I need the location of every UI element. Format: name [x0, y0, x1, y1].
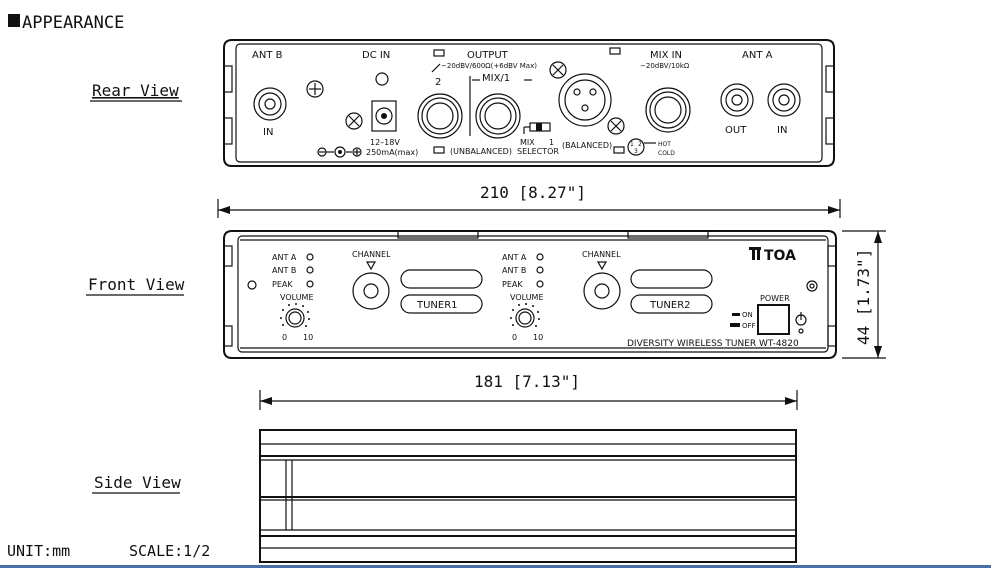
- screw-icon: [306, 80, 324, 98]
- tuner2-ant-b-label: ANT B: [502, 266, 526, 275]
- height-dimension: 44 [1.73"]: [854, 249, 873, 345]
- rear-panel: ANT B IN DC IN 12–18V 250mA(max): [223, 39, 835, 167]
- rear-ant-a-label: ANT A: [742, 50, 773, 61]
- tuner1-vol-max: 10: [303, 333, 313, 342]
- side-view-label: Side View: [94, 473, 181, 492]
- scale-label: SCALE:1/2: [129, 542, 210, 560]
- selector-label: SELECTOR: [517, 147, 559, 156]
- screw-x-icon: [345, 112, 363, 130]
- dc-in-label: DC IN: [362, 50, 390, 61]
- polarity-icon: [317, 146, 362, 158]
- tuner2-label: TUNER2: [649, 300, 691, 311]
- power-on-label: ON: [742, 311, 753, 319]
- tuner2-ant-a-label: ANT A: [502, 253, 527, 262]
- tuner2-channel-label: CHANNEL: [582, 250, 621, 259]
- dc-jack: [371, 100, 397, 132]
- tuner1-ant-a-label: ANT A: [272, 253, 297, 262]
- front-screw-left: [247, 280, 257, 290]
- tuner2-volume-knob: [510, 303, 540, 328]
- screw-x-icon: [549, 61, 567, 79]
- xlr-balanced-connector: [558, 73, 612, 127]
- rear-in-left-label: IN: [263, 127, 273, 138]
- front-panel: ANT A ANT B PEAK VOLUME 0 10 CHANNEL TUN…: [223, 230, 837, 359]
- bottom-accent-bar: [0, 565, 991, 568]
- tuner1-display: [400, 269, 483, 289]
- front-screw-right: [806, 280, 818, 292]
- tuner1-volume-label: VOLUME: [280, 293, 314, 302]
- tuner2-volume-label: VOLUME: [510, 293, 544, 302]
- tuner1-channel-label: CHANNEL: [352, 250, 391, 259]
- power-label: POWER: [760, 294, 790, 303]
- tuner2-peak-label: PEAK: [502, 280, 523, 289]
- rear-ant-b-label: ANT B: [252, 50, 283, 61]
- toa-logo-icon: [749, 247, 761, 260]
- unbalanced-label: (UNBALANCED): [450, 147, 512, 156]
- tuner1-volume-knob: [280, 303, 310, 328]
- tuner2-display: [630, 269, 713, 289]
- tuner1-channel-selector: [352, 272, 390, 310]
- rear-width-dimension-line: [217, 199, 841, 218]
- selector-1-label: 1: [549, 138, 554, 147]
- power-switch: [757, 304, 790, 335]
- tuner1-label: TUNER1: [416, 300, 458, 311]
- svg-text:2: 2: [638, 141, 642, 148]
- tuner1-ant-b-label: ANT B: [272, 266, 296, 275]
- dc-led: [375, 72, 389, 86]
- side-panel: [259, 429, 797, 563]
- svg-text:3: 3: [634, 148, 638, 155]
- output-label: OUTPUT: [467, 50, 509, 61]
- front-width-dimension-line: [259, 390, 798, 410]
- mix-in-spec: −20dBV/10kΩ: [640, 62, 690, 70]
- tuner2-channel-selector: [583, 272, 621, 310]
- selector-mix-label: MIX: [520, 138, 535, 147]
- dc-spec-voltage: 12–18V: [370, 138, 400, 147]
- power-off-label: OFF: [742, 322, 756, 330]
- tuner1-peak-label: PEAK: [272, 280, 293, 289]
- rear-out-label: OUT: [725, 125, 747, 136]
- svg-text:1: 1: [630, 141, 634, 148]
- output-2-label: 2: [435, 77, 441, 88]
- mix-in-label: MIX IN: [650, 50, 682, 61]
- brand-label: TOA: [764, 248, 796, 264]
- output-2-jack: [417, 93, 463, 139]
- appearance-title: APPEARANCE: [22, 13, 124, 33]
- power-led: [798, 328, 804, 334]
- dc-spec-current: 250mA(max): [366, 148, 418, 157]
- title-square: [8, 14, 20, 27]
- tuner1-vol-min: 0: [282, 333, 287, 342]
- power-symbol-icon: [795, 312, 807, 326]
- rear-in-right-label: IN: [777, 125, 787, 136]
- cold-label: COLD: [658, 150, 675, 157]
- ant-b-connector: [253, 87, 287, 121]
- model-label: DIVERSITY WIRELESS TUNER WT-4820: [627, 339, 799, 349]
- output-spec: −20dBV/600Ω(+6dBV Max): [441, 62, 537, 70]
- rear-view-label: Rear View: [92, 81, 179, 100]
- hot-cold-pin-diagram: 1 2 3: [627, 138, 656, 156]
- hot-label: HOT: [658, 141, 671, 148]
- tuner2-vol-max: 10: [533, 333, 543, 342]
- ant-a-in-connector: [767, 83, 801, 117]
- mix-in-jack: [645, 87, 691, 133]
- ant-a-out-connector: [720, 83, 754, 117]
- unit-label: UNIT:mm: [7, 542, 70, 560]
- front-view-label: Front View: [88, 275, 185, 294]
- rear-width-dimension: 210 [8.27"]: [480, 183, 586, 202]
- tuner2-vol-min: 0: [512, 333, 517, 342]
- front-width-dimension: 181 [7.13"]: [474, 372, 580, 391]
- screw-x-icon: [607, 117, 625, 135]
- mix-1-label: MIX/1: [482, 73, 510, 84]
- balanced-label: (BALANCED): [562, 141, 612, 150]
- height-dimension-line: [842, 230, 886, 359]
- mix-selector-switch: [523, 122, 551, 134]
- output-mix1-jack: [475, 93, 521, 139]
